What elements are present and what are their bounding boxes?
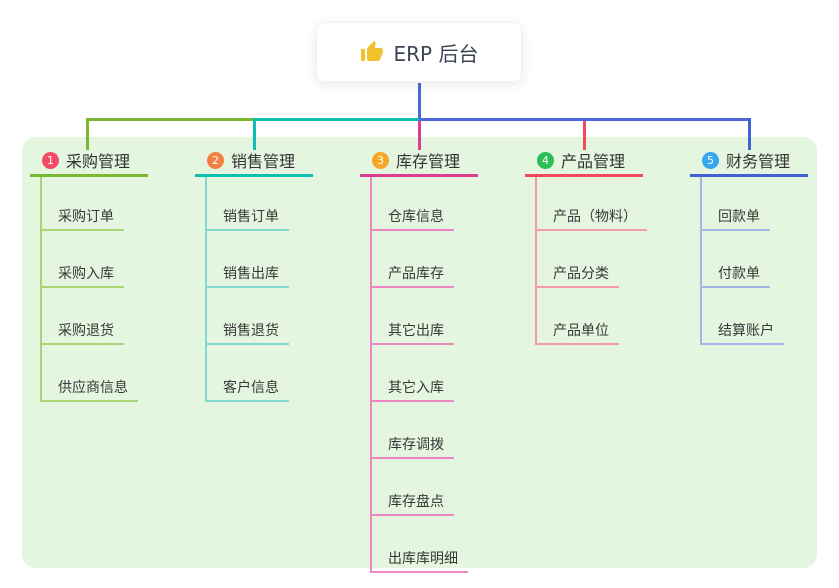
leaf-node[interactable]: 销售出库 <box>207 231 289 288</box>
branch-underline <box>525 174 643 177</box>
branch-number-badge: 1 <box>42 151 59 169</box>
leaf-label: 采购订单 <box>58 209 114 225</box>
leaf-node[interactable]: 产品单位 <box>537 288 619 345</box>
branch-label: 财务管理 <box>726 152 791 171</box>
leaf-label: 产品库存 <box>388 266 444 282</box>
branch-children: 仓库信息 产品库存 其它出库 其它入库 库存调拨 库存盘点 出库库明细 <box>370 177 520 573</box>
leaf-label: 销售订单 <box>223 209 279 225</box>
leaf-node[interactable]: 其它出库 <box>372 288 454 345</box>
leaf-node[interactable]: 产品库存 <box>372 231 454 288</box>
branch-2: 2 销售管理 销售订单 销售出库 销售退货 客户信息 <box>195 148 355 402</box>
branch-label: 库存管理 <box>396 152 461 171</box>
leaf-label: 采购退货 <box>58 323 114 339</box>
branch-underline <box>195 174 313 177</box>
branch-underline <box>360 174 478 177</box>
leaf-label: 出库库明细 <box>388 551 458 567</box>
connector-segment <box>583 121 586 150</box>
leaf-node[interactable]: 供应商信息 <box>42 345 138 402</box>
leaf-node[interactable]: 产品（物料） <box>537 177 647 231</box>
leaf-label: 库存盘点 <box>388 494 444 510</box>
leaf-node[interactable]: 其它入库 <box>372 345 454 402</box>
branch-node[interactable]: 1 采购管理 <box>30 148 190 172</box>
root-label: ERP 后台 <box>393 41 479 66</box>
leaf-node[interactable]: 库存调拨 <box>372 402 454 459</box>
leaf-node[interactable]: 库存盘点 <box>372 459 454 516</box>
leaf-label: 其它入库 <box>388 380 444 396</box>
branch-4: 4 产品管理 产品（物料） 产品分类 产品单位 <box>525 148 685 345</box>
leaf-node[interactable]: 采购订单 <box>42 177 124 231</box>
leaf-label: 产品（物料） <box>553 209 637 225</box>
branch-node[interactable]: 2 销售管理 <box>195 148 355 172</box>
connector-segment <box>419 118 751 121</box>
leaf-label: 库存调拨 <box>388 437 444 453</box>
leaf-label: 销售退货 <box>223 323 279 339</box>
branch-label: 销售管理 <box>231 152 296 171</box>
leaf-label: 结算账户 <box>718 323 774 339</box>
leaf-label: 采购入库 <box>58 266 114 282</box>
leaf-label: 销售出库 <box>223 266 279 282</box>
leaf-node[interactable]: 销售退货 <box>207 288 289 345</box>
branch-children: 采购订单 采购入库 采购退货 供应商信息 <box>40 177 190 402</box>
branch-children: 销售订单 销售出库 销售退货 客户信息 <box>205 177 355 402</box>
branch-children: 回款单 付款单 结算账户 <box>700 177 839 345</box>
leaf-node[interactable]: 仓库信息 <box>372 177 454 231</box>
connector-segment <box>417 83 421 121</box>
connector-segment <box>253 118 420 121</box>
root-node[interactable]: ERP 后台 <box>316 22 522 82</box>
branch-number-badge: 5 <box>702 151 719 169</box>
leaf-node[interactable]: 付款单 <box>702 231 770 288</box>
branch-node[interactable]: 5 财务管理 <box>690 148 839 172</box>
thumbs-up-icon <box>360 40 384 64</box>
branch-underline <box>30 174 148 177</box>
branch-5: 5 财务管理 回款单 付款单 结算账户 <box>690 148 839 345</box>
connector-segment <box>418 121 421 150</box>
branch-label: 采购管理 <box>66 152 131 171</box>
leaf-label: 付款单 <box>718 266 760 282</box>
branch-label: 产品管理 <box>561 152 626 171</box>
leaf-label: 仓库信息 <box>388 209 444 225</box>
leaf-node[interactable]: 客户信息 <box>207 345 289 402</box>
branch-underline <box>690 174 808 177</box>
connector-segment <box>253 118 256 150</box>
connector-segment <box>86 118 89 150</box>
leaf-node[interactable]: 回款单 <box>702 177 770 231</box>
leaf-node[interactable]: 结算账户 <box>702 288 784 345</box>
branch-number-badge: 4 <box>537 151 554 169</box>
branch-node[interactable]: 4 产品管理 <box>525 148 685 172</box>
branch-number-badge: 2 <box>207 151 224 169</box>
branch-node[interactable]: 3 库存管理 <box>360 148 520 172</box>
connector-segment <box>86 118 255 121</box>
leaf-label: 客户信息 <box>223 380 279 396</box>
leaf-node[interactable]: 出库库明细 <box>372 516 468 573</box>
leaf-node[interactable]: 销售订单 <box>207 177 289 231</box>
leaf-node[interactable]: 产品分类 <box>537 231 619 288</box>
leaf-label: 产品分类 <box>553 266 609 282</box>
connector-segment <box>748 118 751 150</box>
leaf-label: 其它出库 <box>388 323 444 339</box>
branches-panel <box>22 137 817 568</box>
leaf-node[interactable]: 采购入库 <box>42 231 124 288</box>
branch-number-badge: 3 <box>372 151 389 169</box>
leaf-label: 产品单位 <box>553 323 609 339</box>
leaf-label: 回款单 <box>718 209 760 225</box>
branch-children: 产品（物料） 产品分类 产品单位 <box>535 177 685 345</box>
branch-3: 3 库存管理 仓库信息 产品库存 其它出库 其它入库 库存调拨 库存盘点 出库库… <box>360 148 520 573</box>
leaf-label: 供应商信息 <box>58 380 128 396</box>
branch-1: 1 采购管理 采购订单 采购入库 采购退货 供应商信息 <box>30 148 190 402</box>
leaf-node[interactable]: 采购退货 <box>42 288 124 345</box>
